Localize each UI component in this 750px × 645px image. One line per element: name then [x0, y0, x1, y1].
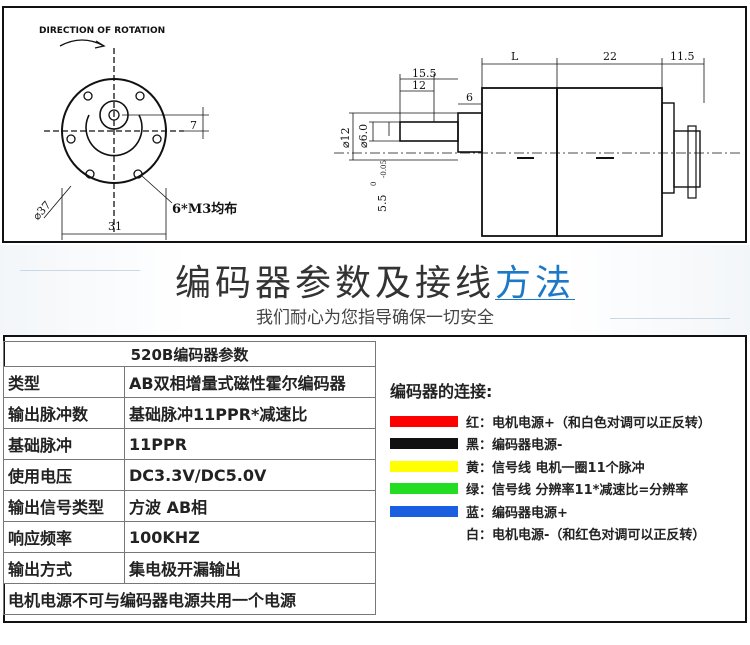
- dim-15-5-label: 15.5: [412, 67, 437, 80]
- dim-31-label: 31: [108, 220, 122, 233]
- mount-hole: [152, 134, 162, 144]
- direction-label: DIRECTION OF ROTATION: [39, 26, 165, 36]
- wire-description: 白：电机电源-（和红色对调可以正反转）: [466, 528, 706, 544]
- dim-tolerance-upper: 0: [370, 182, 378, 186]
- decor-line: [20, 270, 140, 271]
- table-row: 输出方式 集电极开漏输出: [3, 552, 376, 584]
- spec-value: DC3.3V/DC5.0V: [124, 459, 376, 491]
- spec-value: AB双相增量式磁性霍尔编码器: [124, 366, 376, 398]
- wire-item: 红：电机电源+（和白色对调可以正反转）: [390, 410, 745, 433]
- spec-value: 集电极开漏输出: [124, 552, 376, 584]
- mount-hole: [83, 91, 93, 101]
- hole-note-label: 6*M3均布: [172, 201, 237, 217]
- motor-dimension-drawing: DIRECTION OF ROTATION 7 ⌀37 6*M3均布 31: [30, 26, 742, 240]
- table-header: 520B编码器参数: [3, 341, 376, 367]
- dim-11-5-label: 11.5: [670, 50, 695, 63]
- table-row: 使用电压 DC3.3V/DC5.0V: [3, 459, 376, 491]
- encoder-cap: [673, 130, 701, 188]
- power-supply-note: 电机电源不可与编码器电源共用一个电源: [3, 583, 376, 615]
- wire-item: 白：电机电源-（和红色对调可以正反转）: [390, 523, 745, 546]
- section-title: 编码器参数及接线方法: [0, 254, 750, 306]
- dim-37-label: ⌀37: [30, 199, 53, 223]
- wire-description: 黑：编码器电源-: [466, 438, 563, 454]
- table-row: 类型 AB双相增量式磁性霍尔编码器: [3, 366, 376, 398]
- table-row: 基础脉冲 11PPR: [3, 428, 376, 460]
- dim-6-label: 6: [466, 91, 473, 104]
- spec-key: 输出信号类型: [3, 490, 125, 522]
- wire-item: 绿：信号线 分辨率11*减速比=分辨率: [390, 478, 745, 501]
- title-main: 编码器参数及接线: [174, 263, 495, 304]
- spec-key: 类型: [3, 366, 125, 398]
- mount-hole: [85, 169, 95, 179]
- spec-value: 100KHZ: [124, 521, 376, 553]
- wire-item: 黑：编码器电源-: [390, 433, 745, 456]
- table-footer-row: 电机电源不可与编码器电源共用一个电源: [3, 583, 376, 615]
- hole-note-leader: [141, 175, 173, 204]
- title-accent: 方法: [495, 263, 576, 304]
- output-shaft: [399, 121, 459, 142]
- wire-description: 红：电机电源+（和白色对调可以正反转）: [466, 415, 711, 431]
- wire-item: 黄：信号线 电机一圈11个脉冲: [390, 455, 745, 478]
- encoder-pin: [687, 125, 697, 199]
- gearbox-body: [481, 87, 558, 237]
- rotation-arrowhead-icon: [94, 40, 106, 49]
- spec-key: 基础脉冲: [3, 428, 125, 460]
- mount-arc: [85, 114, 143, 157]
- spec-value: 基础脉冲11PPR*减速比: [124, 397, 376, 429]
- mount-hole: [135, 91, 145, 101]
- dim-5-5-label: 5.5: [376, 195, 389, 213]
- encoder-spec-table: 520B编码器参数 类型 AB双相增量式磁性霍尔编码器 输出脉冲数 基础脉冲11…: [3, 341, 376, 615]
- table-header-row: 520B编码器参数: [3, 341, 376, 367]
- spec-key: 输出脉冲数: [3, 397, 125, 429]
- shaft-circle: [108, 109, 120, 121]
- wire-description: 绿：信号线 分辨率11*减速比=分辨率: [466, 483, 689, 499]
- dim-phi12-label: ⌀12: [339, 127, 352, 148]
- dim-22-label: 22: [603, 50, 617, 63]
- gearbox-boss: [457, 112, 483, 153]
- spec-key: 输出方式: [3, 552, 125, 584]
- dim-L-label: L: [511, 50, 519, 63]
- table-row: 输出信号类型 方波 AB相: [3, 490, 376, 522]
- spec-value: 方波 AB相: [124, 490, 376, 522]
- spec-key: 使用电压: [3, 459, 125, 491]
- motor-body: [556, 87, 663, 237]
- rotation-arrow-icon: [59, 39, 105, 47]
- wiring-title: 编码器的连接:: [390, 382, 493, 401]
- dim-phi6-label: ⌀6.0: [357, 124, 370, 148]
- mount-hole: [133, 169, 143, 179]
- wire-description: 蓝：编码器电源+: [466, 505, 568, 521]
- table-row: 输出脉冲数 基础脉冲11PPR*减速比: [3, 397, 376, 429]
- wire-swatch: [390, 528, 458, 540]
- dim-12-label: 12: [412, 79, 426, 92]
- table-row: 响应频率 100KHZ: [3, 521, 376, 553]
- wire-swatch: [390, 483, 458, 495]
- decor-line: [610, 318, 730, 319]
- motor-outline-circle: [61, 78, 167, 184]
- wire-swatch: [390, 460, 458, 472]
- wire-description: 黄：信号线 电机一圈11个脉冲: [466, 460, 645, 476]
- mount-hole: [66, 134, 76, 144]
- wire-item: 蓝：编码器电源+: [390, 500, 745, 523]
- wire-swatch: [390, 505, 458, 517]
- dim-37-leader: [43, 185, 72, 219]
- section-subtitle: 我们耐心为您指导确保一切安全: [256, 308, 494, 328]
- spec-key: 响应频率: [3, 521, 125, 553]
- dim-tolerance-lower: -0.05: [380, 160, 388, 178]
- dim-7-label: 7: [190, 119, 197, 132]
- technical-drawing: DIRECTION OF ROTATION 7 ⌀37 6*M3均布 31: [2, 6, 747, 243]
- wire-swatch: [390, 438, 458, 450]
- encoder-board: [661, 102, 675, 194]
- wire-swatch: [390, 415, 458, 427]
- wiring-legend: 编码器的连接: 红：电机电源+（和白色对调可以正反转） 黑：编码器电源- 黄：信…: [390, 378, 745, 545]
- title-background-band: [0, 245, 750, 335]
- spec-value: 11PPR: [124, 428, 376, 460]
